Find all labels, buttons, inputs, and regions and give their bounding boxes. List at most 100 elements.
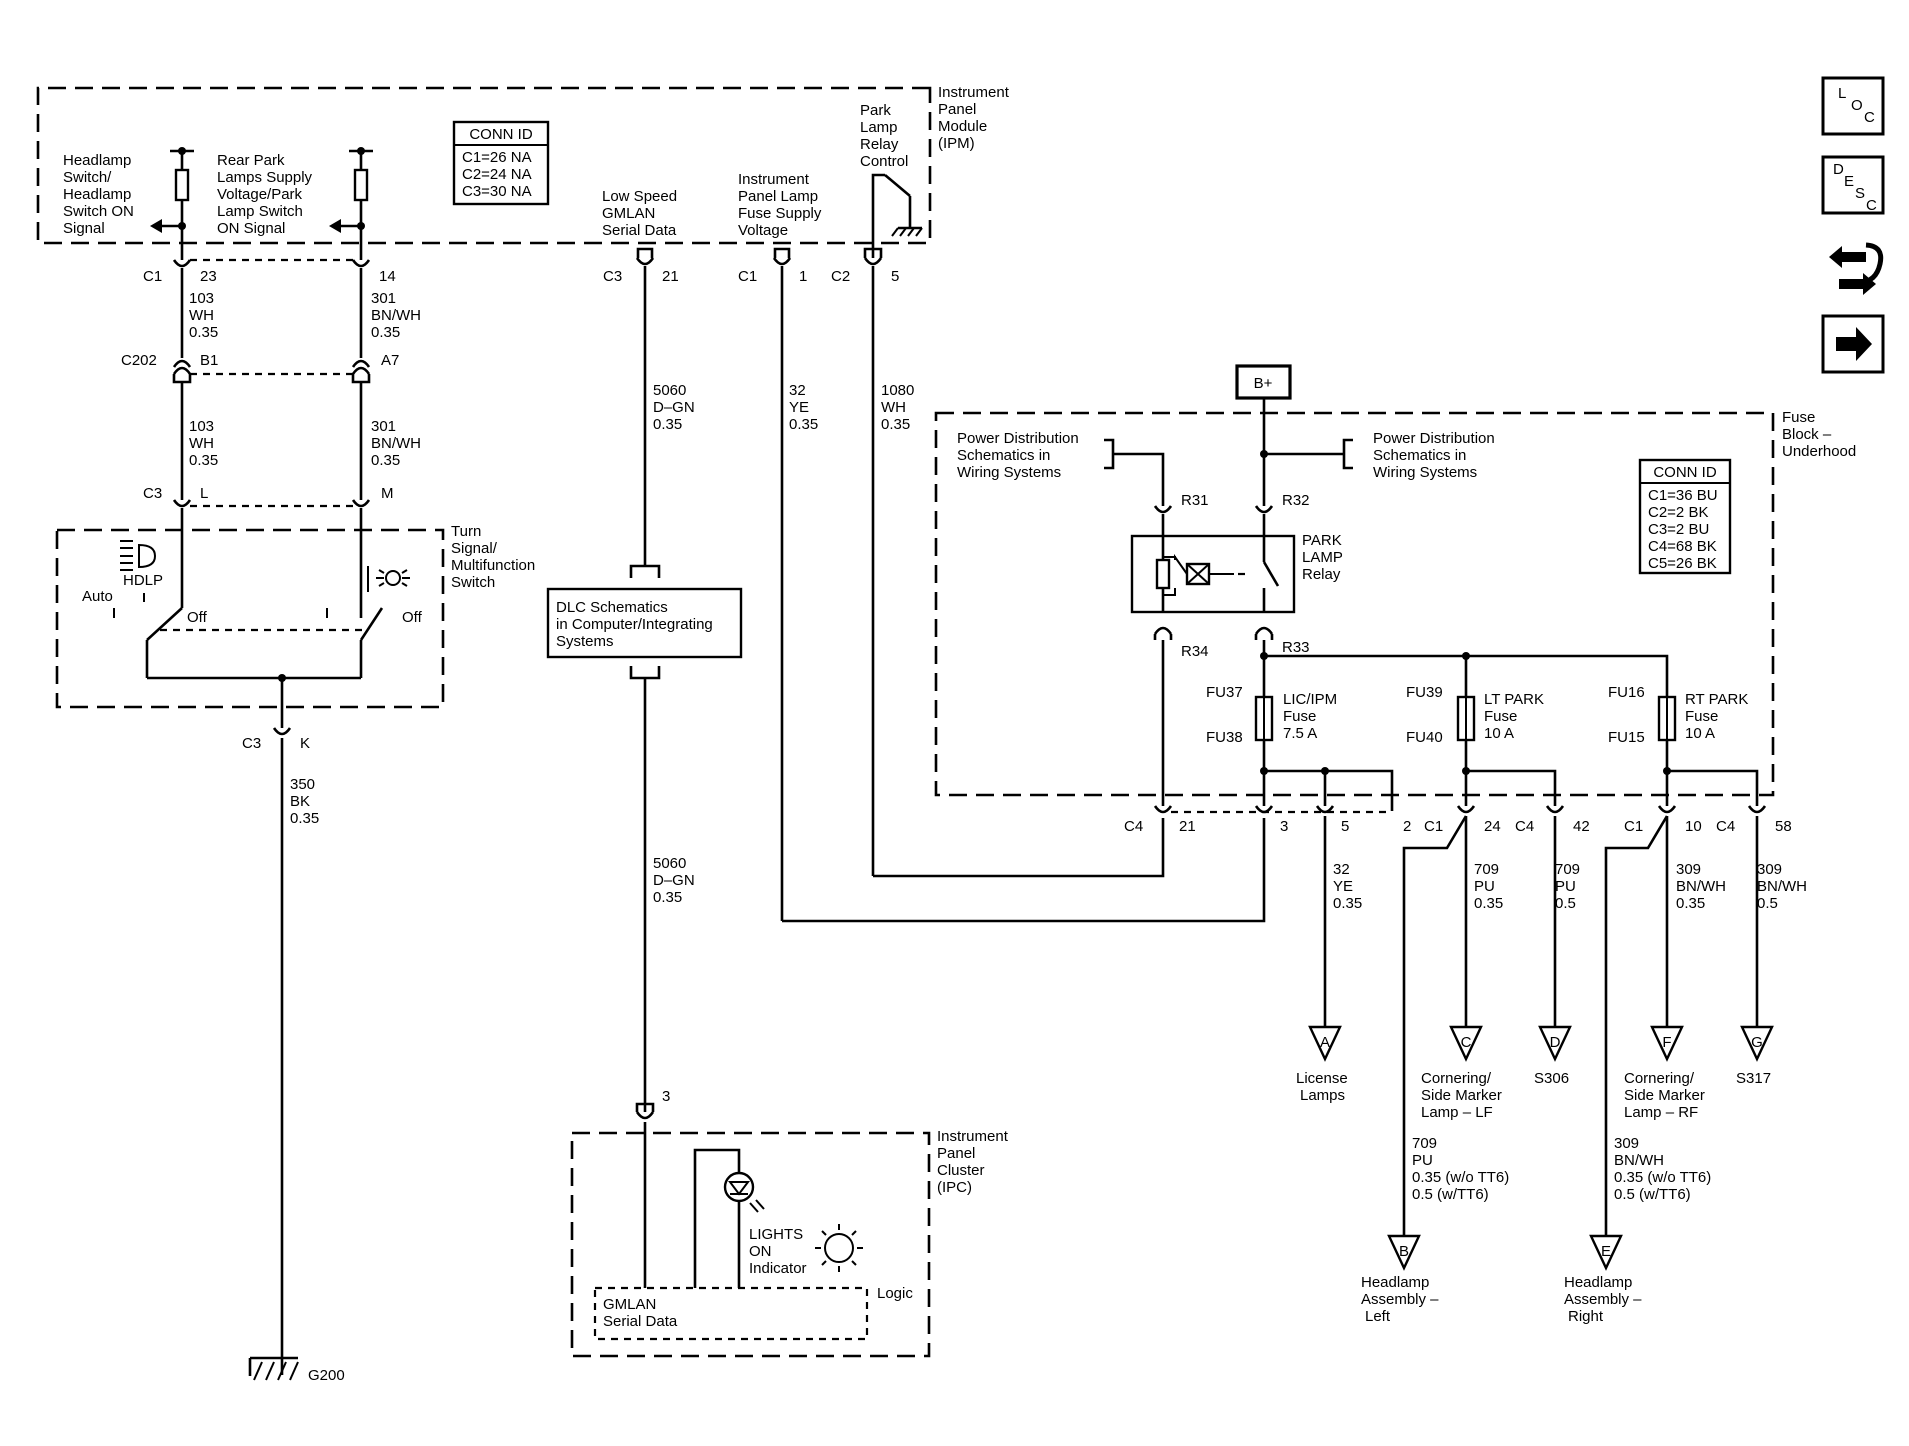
svg-text:C4=68 BK: C4=68 BK — [1648, 538, 1717, 555]
power-dist-left-bracket — [1104, 438, 1165, 506]
relay-r31: R31 — [1181, 492, 1209, 509]
svg-text:C: C — [1461, 1034, 1472, 1051]
power-dist-right-bracket — [1264, 438, 1353, 470]
fuse-lic-bottom: FU38 — [1206, 729, 1243, 746]
svg-text:C3=2 BU: C3=2 BU — [1648, 521, 1709, 538]
svg-text:C1=36 BU: C1=36 BU — [1648, 487, 1718, 504]
ipm-relay-driver — [871, 173, 923, 258]
c3-k-connector — [272, 727, 292, 736]
svg-text:E: E — [1601, 1243, 1611, 1260]
destination-c: C — [1449, 1025, 1483, 1062]
switch-auto-label: Auto — [82, 588, 113, 605]
park-lamp-icon — [367, 566, 410, 592]
turn-switch-title: Turn Signal/ Multifunction Switch — [451, 523, 539, 591]
fuse-lt-bottom: FU40 — [1406, 729, 1443, 746]
park-lamp-relay — [1130, 505, 1296, 640]
ipm-connector-terminals — [172, 247, 883, 268]
svg-text:O: O — [1851, 97, 1863, 114]
dlc-connector-top — [629, 564, 661, 578]
ipc-logic-label: Logic — [877, 1285, 913, 1302]
fuse-conn-id-table: CONN ID C1=36 BU C2=2 BK C3=2 BU C4=68 B… — [1638, 458, 1732, 575]
conn-ipc-3: 3 — [662, 1088, 670, 1105]
fuse-rt-top: FU16 — [1608, 684, 1645, 701]
ipm-relay-control-label: Park Lamp Relay Control — [860, 102, 908, 170]
wire-709-headlamp-left — [1402, 815, 1468, 1236]
fuse-block-connectors — [1153, 805, 1767, 814]
ground-g200-label: G200 — [308, 1367, 345, 1384]
destination-d-label: S306 — [1534, 1070, 1569, 1087]
destination-e: E — [1589, 1234, 1623, 1271]
turn-switch-outline — [55, 528, 445, 709]
lights-on-indicator-lamp — [693, 1148, 765, 1288]
destination-f: F — [1650, 1025, 1684, 1062]
c3-switch-connector — [172, 499, 371, 508]
wire-1080-route — [873, 818, 1165, 878]
svg-text:C2=24 NA: C2=24 NA — [462, 166, 532, 183]
wire-32-route — [782, 818, 1266, 923]
ipm-gmlan-signal-label: Low Speed GMLAN Serial Data — [602, 188, 681, 239]
svg-text:C1=26 NA: C1=26 NA — [462, 149, 532, 166]
svg-text:G: G — [1751, 1034, 1763, 1051]
svg-text:C3=30 NA: C3=30 NA — [462, 183, 532, 200]
svg-text:CONN ID: CONN ID — [1653, 464, 1717, 481]
dlc-connector-bottom — [629, 666, 661, 680]
next-page-button[interactable] — [1821, 314, 1885, 374]
description-nav-button[interactable]: D E S C — [1821, 155, 1885, 215]
ipm-module-title: Instrument Panel Module (IPM) — [938, 84, 1013, 152]
switch-position-ticks — [113, 593, 328, 618]
fuse-lt-top: FU39 — [1406, 684, 1443, 701]
svg-text:D: D — [1833, 161, 1844, 178]
fuse-output-buses — [1260, 740, 1759, 806]
destination-g: G — [1740, 1025, 1774, 1062]
location-nav-button[interactable]: L O C — [1821, 76, 1885, 136]
bplus-box — [1235, 364, 1292, 400]
ipm-ip-lamp-signal-label: Instrument Panel Lamp Fuse Supply Voltag… — [738, 171, 826, 239]
svg-text:S: S — [1855, 185, 1865, 202]
fuse-lic-top: FU37 — [1206, 684, 1243, 701]
svg-text:A: A — [1320, 1034, 1330, 1051]
fuse-lic-ipm — [1254, 695, 1274, 742]
relay-r33: R33 — [1282, 639, 1310, 656]
ipm-headlamp-signal-label: Headlamp Switch/ Headlamp Switch ON Sign… — [63, 152, 138, 237]
switch-contacts — [145, 607, 384, 728]
ipm-rear-park-input-circuit — [329, 147, 373, 260]
svg-text:C: C — [1866, 197, 1877, 214]
ipm-rear-park-signal-label: Rear Park Lamps Supply Voltage/Park Lamp… — [217, 152, 316, 237]
bplus-label: B+ — [1254, 375, 1273, 392]
fuse-feed-splice-lt — [1462, 652, 1470, 660]
wire-309-headlamp-right — [1604, 815, 1669, 1236]
ipm-conn-id-table: CONN ID C1=26 NA C2=24 NA C3=30 NA — [452, 120, 550, 206]
svg-text:L: L — [1838, 85, 1846, 102]
destination-a: A — [1308, 1025, 1342, 1062]
connector-swap-icon[interactable] — [1829, 242, 1884, 295]
